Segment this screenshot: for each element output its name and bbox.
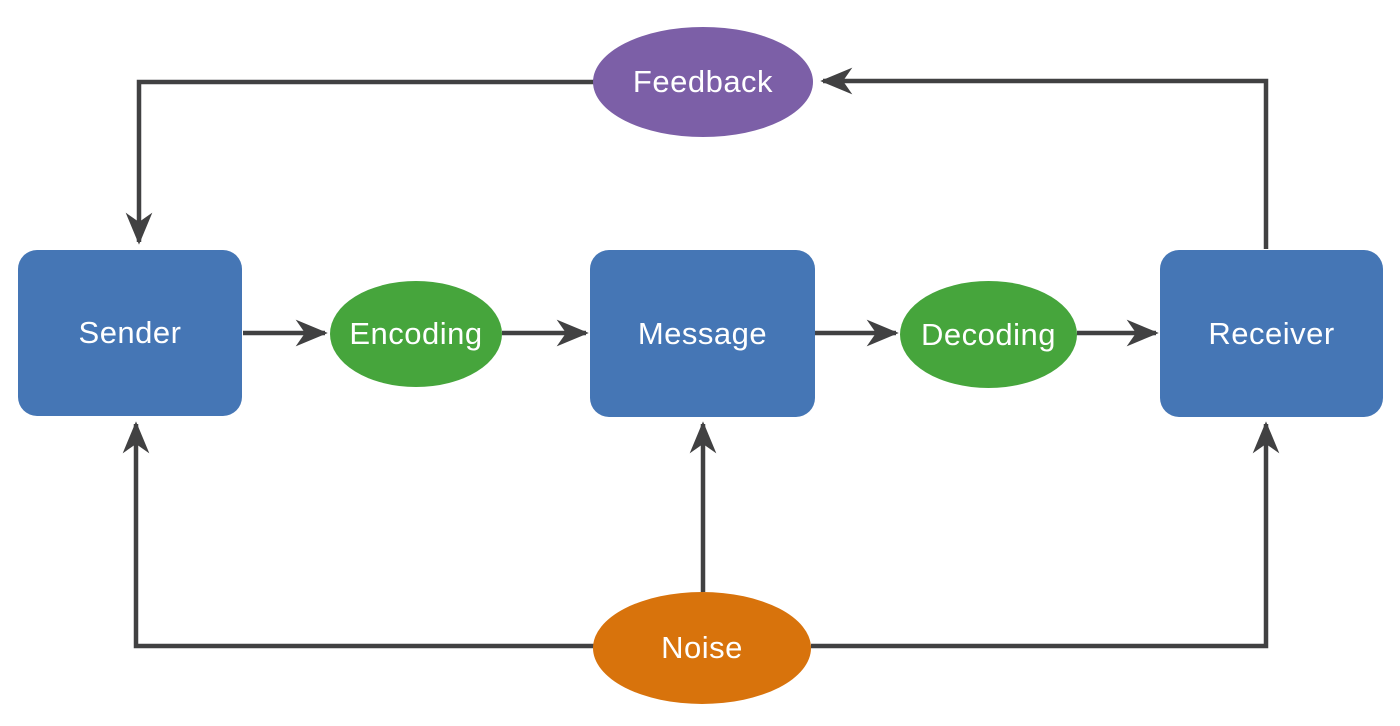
node-message-label: Message: [637, 315, 768, 351]
connector-noise-to-sender: [122, 421, 594, 649]
node-message: Message: [590, 250, 815, 417]
node-sender-label: Sender: [78, 315, 182, 350]
connector-receiver-to-feedback: [820, 67, 1269, 249]
node-encoding-label: Encoding: [349, 316, 483, 351]
connector-feedback-to-sender: [125, 79, 594, 245]
node-sender: Sender: [18, 250, 242, 416]
node-noise-label: Noise: [661, 630, 743, 665]
node-feedback-label: Feedback: [632, 64, 774, 99]
connector-noise-to-receiver: [811, 421, 1280, 649]
node-encoding: Encoding: [330, 281, 502, 387]
node-decoding-label: Decoding: [921, 316, 1056, 352]
node-decoding: Decoding: [900, 281, 1077, 388]
node-receiver: Receiver: [1160, 250, 1383, 417]
node-feedback: Feedback: [593, 27, 813, 137]
node-noise: Noise: [593, 592, 811, 704]
node-receiver-label: Receiver: [1208, 315, 1335, 351]
